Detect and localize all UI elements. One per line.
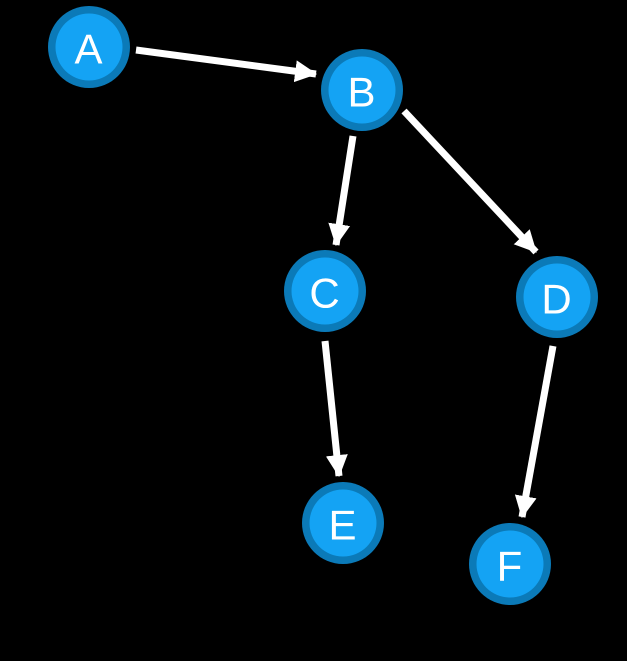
edge-B-C xyxy=(328,135,357,247)
node-B-circle xyxy=(328,56,396,124)
node-E-circle xyxy=(309,489,377,557)
edge-D-F xyxy=(514,345,557,519)
node-F-circle xyxy=(476,530,544,598)
node-F-label: F xyxy=(497,543,524,590)
node-D-label: D xyxy=(541,276,572,323)
node-C-label: C xyxy=(309,270,340,317)
node-A[interactable]: A xyxy=(48,6,130,88)
node-F[interactable]: F xyxy=(469,523,551,605)
edge-layer xyxy=(135,46,557,519)
node-D[interactable]: D xyxy=(516,256,598,338)
node-B-label: B xyxy=(347,69,376,116)
node-B[interactable]: B xyxy=(321,49,403,131)
node-D-circle xyxy=(523,263,591,331)
node-E-label: E xyxy=(328,502,357,549)
node-C-circle xyxy=(291,257,359,325)
edge-C-E xyxy=(321,340,348,478)
node-A-label: A xyxy=(74,26,103,73)
node-E[interactable]: E xyxy=(302,482,384,564)
edge-B-D xyxy=(401,108,539,255)
node-layer: A B C D E F xyxy=(48,6,598,605)
node-A-circle xyxy=(55,13,123,81)
node-C[interactable]: C xyxy=(284,250,366,332)
edge-A-B xyxy=(135,46,318,83)
